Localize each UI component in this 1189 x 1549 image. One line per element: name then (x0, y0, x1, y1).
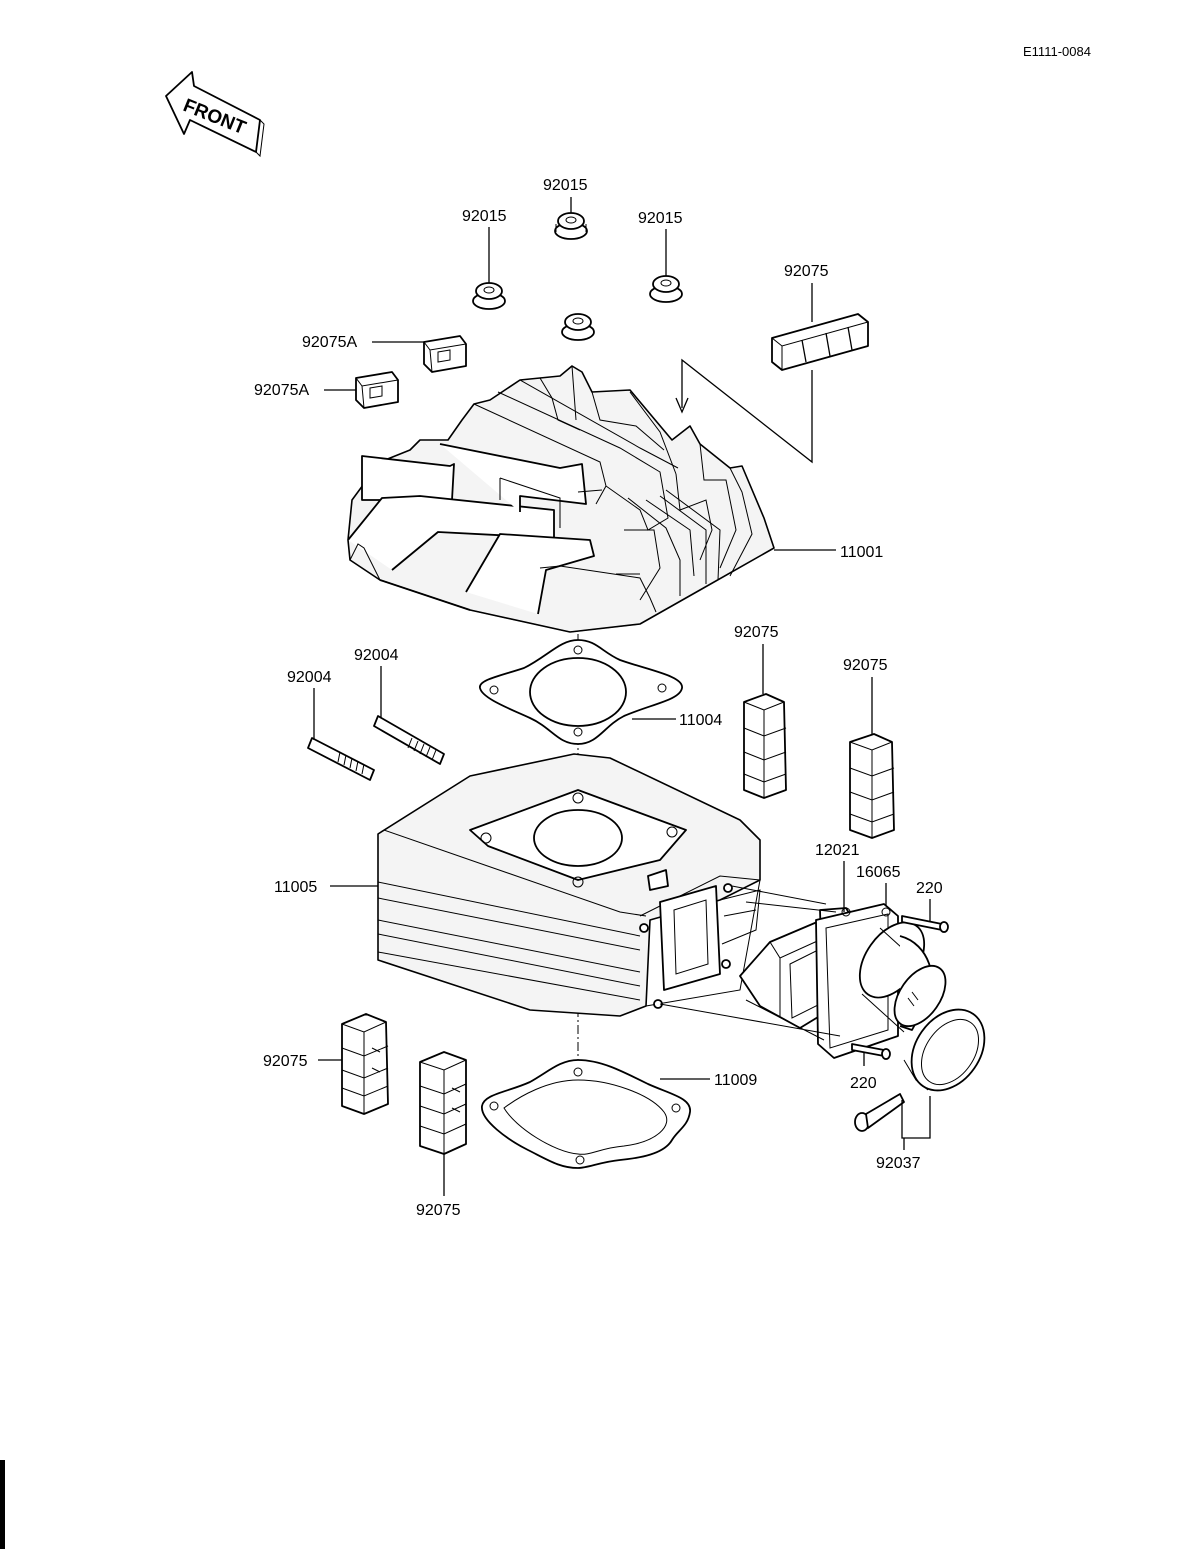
bolt-icon (901, 915, 949, 933)
part-label: 92004 (354, 647, 399, 664)
rubber-damper-stack-icon (341, 1013, 389, 1115)
scan-edge-mark (0, 1460, 5, 1549)
front-arrow-icon: FRONT (165, 71, 265, 158)
rubber-damper-icon (423, 335, 467, 373)
stud-bolt-icon (307, 737, 375, 781)
cylinder (377, 753, 761, 1017)
part-label: 92015 (462, 208, 507, 225)
part-label: 11009 (714, 1072, 757, 1089)
part-label: 11004 (679, 712, 722, 729)
part-label: 12021 (815, 842, 860, 859)
bolt-icon (854, 1093, 905, 1132)
cylinder-head (347, 365, 775, 633)
part-label: 92075 (843, 657, 888, 674)
rubber-damper-icon (355, 371, 399, 409)
rubber-damper-stack-icon (743, 693, 787, 799)
base-gasket (481, 1059, 691, 1169)
rubber-damper-stack-icon (849, 733, 895, 839)
intake-clamp (903, 1008, 986, 1092)
flange-nut-icon (472, 282, 506, 310)
part-label: 220 (850, 1075, 877, 1092)
flange-nut-icon (649, 275, 683, 303)
rubber-damper-icon (771, 313, 869, 371)
part-label: 92075 (263, 1053, 308, 1070)
part-label: 11001 (840, 544, 883, 561)
part-label: 92075 (416, 1202, 461, 1219)
part-label: 220 (916, 880, 943, 897)
stud-bolt-icon (373, 715, 445, 765)
head-gasket (479, 639, 683, 745)
part-label: 92015 (543, 177, 588, 194)
part-label: 11005 (274, 879, 317, 896)
part-label: 16065 (856, 864, 901, 881)
flange-nut-icon (561, 313, 595, 341)
part-label: 92075A (302, 334, 357, 351)
part-label: 92075A (254, 382, 309, 399)
part-label: 92037 (876, 1155, 921, 1172)
part-label: 92075 (734, 624, 779, 641)
flange-nut-icon (554, 212, 588, 240)
bolt-icon (851, 1043, 891, 1060)
part-label: 92075 (784, 263, 829, 280)
reference-code: E1111-0084 (1023, 44, 1091, 59)
part-label: 92015 (638, 210, 683, 227)
part-label: 92004 (287, 669, 332, 686)
intake-pipe (858, 921, 947, 1033)
rubber-damper-stack-icon (419, 1051, 467, 1155)
